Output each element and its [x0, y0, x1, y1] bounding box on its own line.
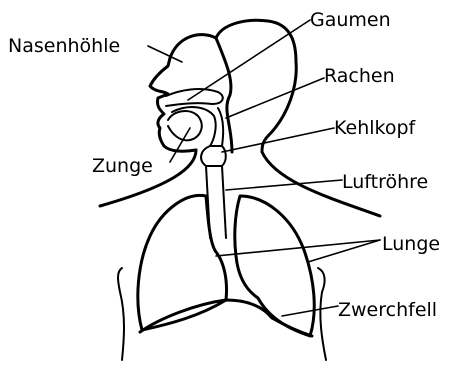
label-tongue: Zunge	[92, 155, 153, 177]
leader-palate	[188, 20, 310, 100]
leader-diaphragm	[282, 306, 338, 316]
label-trachea: Luftröhre	[342, 171, 428, 193]
leader-pharynx	[226, 78, 324, 118]
right-lung-outline	[235, 196, 314, 336]
leader-trachea	[226, 180, 342, 190]
label-lungs: Lunge	[382, 233, 440, 255]
label-diaphragm: Zwerchfell	[338, 299, 437, 321]
torso-left-outline	[118, 268, 124, 360]
leader-larynx	[222, 128, 334, 152]
larynx-outline	[201, 146, 226, 166]
label-larynx: Kehlkopf	[334, 117, 417, 139]
leader-nasal-cavity	[148, 46, 182, 62]
label-nasal-cavity: Nasenhöhle	[8, 35, 120, 57]
pharynx-outline	[218, 108, 223, 146]
diaphragm-outline	[140, 300, 312, 336]
torso-right-outline	[318, 268, 326, 360]
label-pharynx: Rachen	[324, 65, 395, 87]
nasal-cavity-outline	[166, 89, 223, 106]
label-palate: Gaumen	[310, 9, 391, 31]
